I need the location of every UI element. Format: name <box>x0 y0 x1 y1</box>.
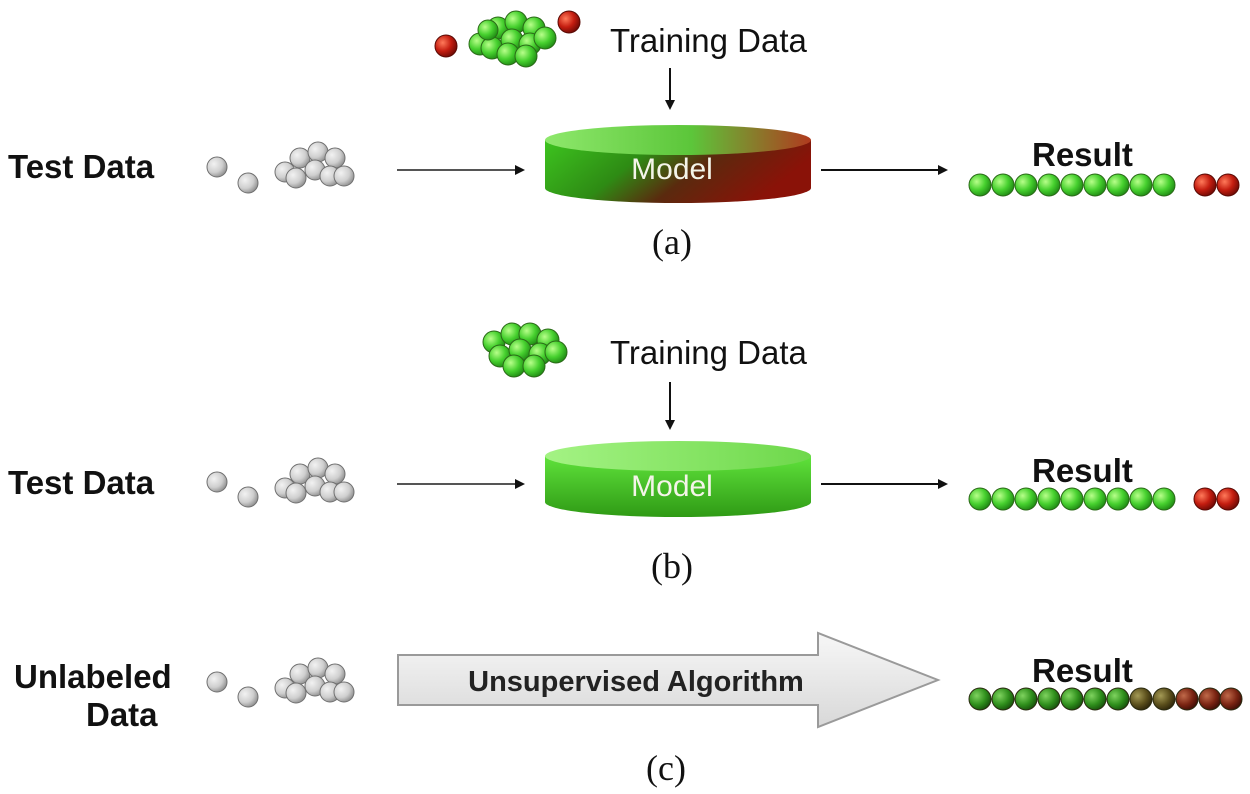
training-data-cluster-a <box>434 10 581 68</box>
result-label-b: Result <box>1032 452 1133 489</box>
test-data-label-b: Test Data <box>8 464 155 501</box>
model-label-a: Model <box>631 153 713 186</box>
model-label-b: Model <box>631 470 713 503</box>
test-data-label-a: Test Data <box>8 148 155 185</box>
caption-a: (a) <box>652 222 692 262</box>
result-sequence-a <box>968 173 1240 197</box>
training-data-label-b: Training Data <box>610 334 808 371</box>
unsupervised-algorithm-label: Unsupervised Algorithm <box>468 666 804 698</box>
unlabeled-data-cluster <box>206 657 355 708</box>
training-data-label-a: Training Data <box>610 22 808 59</box>
caption-b: (b) <box>651 546 693 586</box>
unsupervised-algorithm-arrow <box>397 631 941 729</box>
result-label-c: Result <box>1032 652 1133 689</box>
training-data-cluster-b <box>482 322 568 378</box>
result-sequence-b <box>968 487 1240 511</box>
unlabeled-label-line1: Unlabeled <box>14 658 172 695</box>
test-data-cluster-b <box>206 457 355 508</box>
panel-b: Training Data Test Data Model Result <box>8 322 1240 586</box>
unlabeled-label-line2: Data <box>86 696 158 733</box>
test-data-cluster-a <box>206 141 355 194</box>
panel-c: Unlabeled Data Unsupervised Algorithm Re… <box>14 631 1243 788</box>
result-label-a: Result <box>1032 136 1133 173</box>
model-cylinder-b <box>545 441 811 517</box>
model-cylinder-a <box>545 125 811 203</box>
caption-c: (c) <box>646 748 686 788</box>
panel-a: Training Data Test Data Model Result <box>8 10 1240 262</box>
result-sequence-c <box>968 687 1243 711</box>
